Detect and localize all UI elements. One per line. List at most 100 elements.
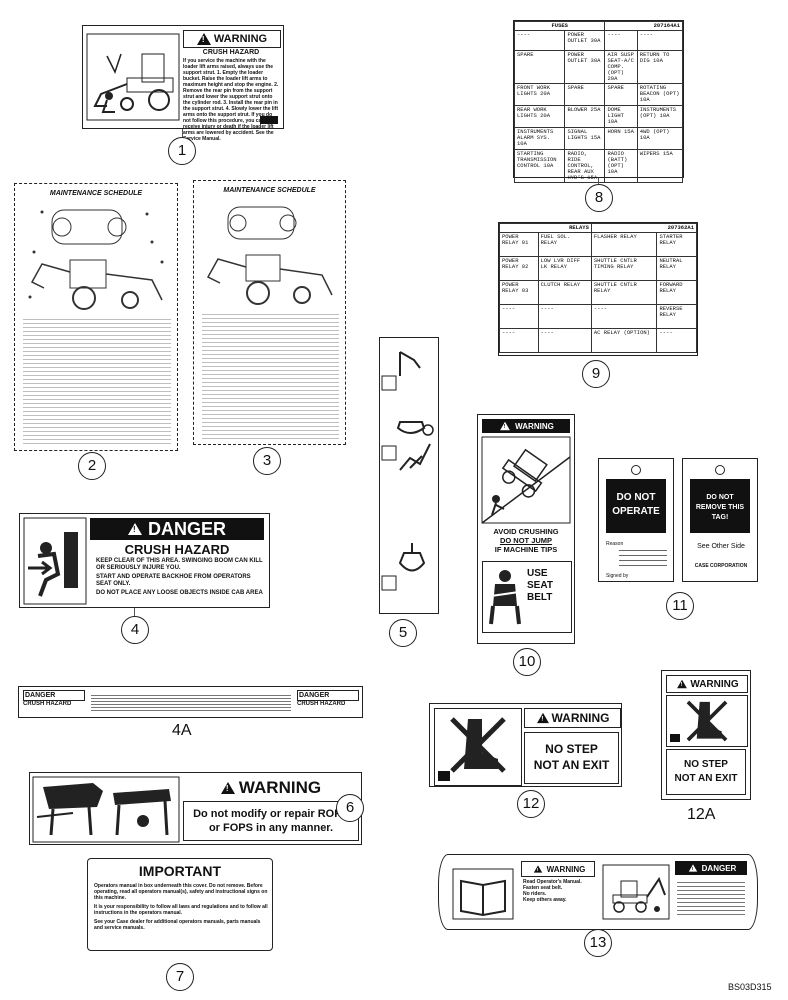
fuse-chart-part-number: 207164A1 xyxy=(604,21,683,31)
decal-13-danger-text xyxy=(677,879,745,915)
tag-see-other-side: See Other Side xyxy=(697,543,745,550)
callout-12: 12 xyxy=(517,790,545,818)
decal-4-danger-crush-hazard: DANGER CRUSH HAZARD KEEP CLEAR OF THIS A… xyxy=(19,513,270,608)
decal-1-title: WARNING xyxy=(213,33,268,45)
callout-12a: 12A xyxy=(687,806,716,823)
callout-5: 5 xyxy=(389,619,417,647)
decal-1-subtitle: CRUSH HAZARD xyxy=(202,49,260,56)
callout-11: 11 xyxy=(666,592,694,620)
seated-operator-icon xyxy=(489,570,521,625)
decal-2-maintenance-schedule: MAINTENANCE SCHEDULE xyxy=(14,183,178,451)
decal-12a-line2: NOT AN EXIT xyxy=(674,773,738,784)
decal-7-line-1: Operators manual in box underneath this … xyxy=(94,883,268,901)
decal-4a-left-subtitle: CRUSH HAZARD xyxy=(23,701,72,707)
relay-cell: CLUTCH RELAY xyxy=(537,280,592,305)
decal-10-title: WARNING xyxy=(515,421,554,431)
relay-cell: REVERSE RELAY xyxy=(656,304,697,329)
relay-cell: ---- xyxy=(537,328,592,353)
decal-12a-line1: NO STEP xyxy=(684,759,728,770)
relay-cell: LOW LVR DIFF LK RELAY xyxy=(537,256,592,281)
decal-4a-left-title: DANGER xyxy=(23,690,85,701)
fuse-cell: SPARE xyxy=(564,83,606,106)
tag-reason-label: Reason xyxy=(606,541,624,547)
callout-3: 3 xyxy=(253,447,281,475)
decal-4-title: DANGER xyxy=(147,518,226,539)
tag-company: CASE CORPORATION xyxy=(694,563,748,569)
decal-4-bullet-3: DO NOT PLACE ANY LOOSE OBJECTS INSIDE CA… xyxy=(96,590,263,596)
relay-cell: FUEL SOL. RELAY xyxy=(537,232,592,257)
decal-11-do-not-remove-tag: DO NOT REMOVE THIS TAG! See Other Side C… xyxy=(682,458,758,582)
callout-10: 10 xyxy=(513,648,541,676)
decal-2-title: MAINTENANCE SCHEDULE xyxy=(49,190,143,197)
relay-cell: SHUTTLE CNTLR RELAY xyxy=(590,280,658,305)
decal-12-line1: NO STEP xyxy=(545,742,598,756)
decal-11-do-not-operate-tag: DO NOT OPERATE Reason Signed by xyxy=(598,458,674,582)
fuse-cell: FRONT WORK LIGHTS 20A xyxy=(513,83,566,106)
fuse-cell: REAR WORK LIGHTS 20A xyxy=(513,105,566,128)
relay-chart-title: RELAYS xyxy=(499,223,592,233)
relay-cell: POWER RELAY 03 xyxy=(499,280,539,305)
fuse-cell: ROTATING BEACON (OPT) 10A xyxy=(636,83,684,106)
callout-8: 8 xyxy=(585,184,613,212)
warning-triangle-icon xyxy=(196,33,211,45)
relay-cell: ---- xyxy=(656,328,697,353)
decal-3-title: MAINTENANCE SCHEDULE xyxy=(223,187,316,194)
relay-cell: AC RELAY (OPTION) xyxy=(590,328,658,353)
tag-do-not: DO NOT xyxy=(616,492,656,503)
relay-chart-part-number: 207362A1 xyxy=(590,223,698,233)
relay-cell: ---- xyxy=(590,304,658,329)
decal-10-line3: IF MACHINE TIPS xyxy=(494,545,558,554)
decal-7-important-manual-notice: IMPORTANT Operators manual in box undern… xyxy=(87,858,273,951)
decal-1-crush-hazard-warning: WARNING CRUSH HAZARD If you service the … xyxy=(82,25,284,142)
machine-tipping-illustration xyxy=(481,436,571,524)
decal-10-line2: DO NOT JUMP xyxy=(499,536,553,545)
callout-4: 4 xyxy=(121,616,149,644)
manual-book-icon xyxy=(670,734,680,742)
fuse-cell: ---- xyxy=(604,30,638,51)
relay-cell: POWER RELAY 02 xyxy=(499,256,539,281)
decal-12a-no-step-warning: WARNING NO STEP NOT AN EXIT xyxy=(661,670,751,800)
decal-4a-danger-strip: DANGER CRUSH HAZARD DANGER CRUSH HAZARD xyxy=(18,686,363,718)
warning-triangle-icon xyxy=(220,782,235,794)
fuse-cell: 4WD (OPT) 10A xyxy=(636,127,684,150)
fuse-cell: ---- xyxy=(513,30,566,51)
warning-triangle-icon xyxy=(536,712,549,724)
fuse-cell: HORN 15A xyxy=(604,127,638,150)
control-symbols xyxy=(381,351,434,591)
decal-4-bullet-2: START AND OPERATE BACKHOE FROM OPERATORS… xyxy=(96,574,251,587)
decal-1-body: If you service the machine with the load… xyxy=(183,58,279,142)
open-book-icon xyxy=(452,868,514,920)
relay-cell: ---- xyxy=(499,328,539,353)
rops-modification-pictogram xyxy=(32,776,180,843)
fuse-cell: STARTING TRANSMISSION CONTROL 10A xyxy=(513,149,566,183)
decal-7-title: IMPORTANT xyxy=(138,863,222,879)
tag-signed-label: Signed by xyxy=(606,573,629,579)
fuse-cell: ---- xyxy=(636,30,684,51)
loader-crush-illustration xyxy=(86,33,180,121)
decal-13-bullet-2: Fasten seat belt. xyxy=(523,885,563,891)
decal-4-bullet-1: KEEP CLEAR OF THIS AREA. SWINGING BOOM C… xyxy=(96,558,263,571)
warning-triangle-icon xyxy=(533,865,542,873)
decal-13-operator-manual-warning: WARNING Read Operator's Manual. Fasten s… xyxy=(438,854,758,930)
decal-6-rops-warning: WARNING Do not modify or repair ROPS or … xyxy=(29,772,362,845)
decal-7-line-2: It is your responsibility to follow all … xyxy=(94,904,268,916)
fuse-cell: DOME LIGHT 10A xyxy=(604,105,638,128)
decal-10-use: USE xyxy=(527,568,548,579)
fuse-cell: SIGNAL LIGHTS 15A xyxy=(564,127,606,150)
fuse-cell: RETURN TO DIG 10A xyxy=(636,50,684,84)
relay-cell: STARTER RELAY xyxy=(656,232,697,257)
callout-6: 6 xyxy=(336,794,364,822)
tag-hole xyxy=(715,465,725,475)
relay-cell: ---- xyxy=(499,304,539,329)
danger-triangle-icon xyxy=(127,523,142,535)
decal-5-control-pattern-strip xyxy=(379,337,439,614)
danger-triangle-icon xyxy=(688,864,697,872)
manual-book-icon xyxy=(260,116,278,124)
relay-cell: FORWARD RELAY xyxy=(656,280,697,305)
decal-10-line1: AVOID CRUSHING xyxy=(493,527,559,536)
tag-do-not-remove: DO NOT REMOVE THIS TAG! xyxy=(690,479,750,533)
machine-lubrication-diagram xyxy=(206,206,333,305)
drawing-id: BS03D315 xyxy=(728,982,772,992)
decal-13-right-title: DANGER xyxy=(701,863,737,873)
decal-12-line2: NOT AN EXIT xyxy=(533,758,610,772)
